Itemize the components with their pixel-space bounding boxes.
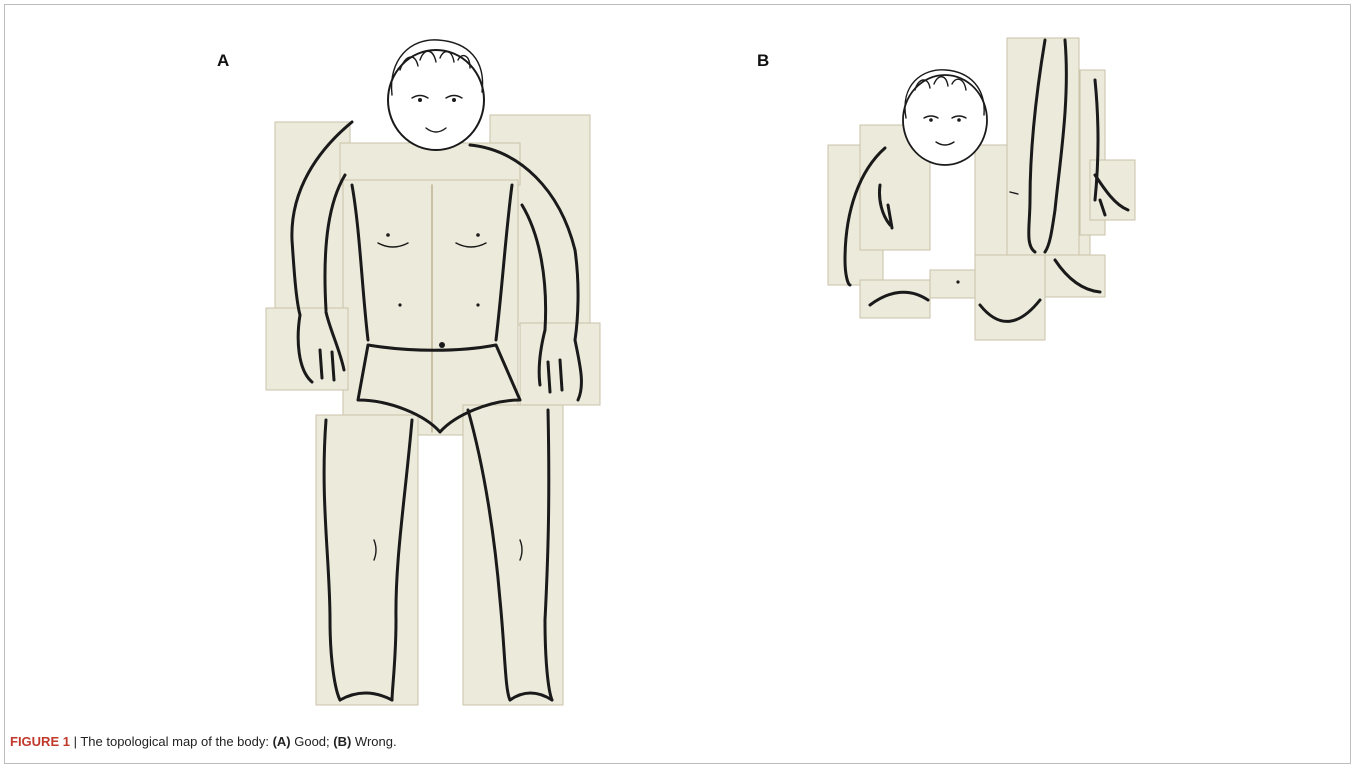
caption-b-text: Wrong. (351, 734, 396, 749)
panel-b-body-map (828, 38, 1135, 340)
left-arm-piece (275, 122, 350, 312)
figure-caption: FIGURE 1 | The topological map of the bo… (10, 734, 397, 749)
scrambled-leg-piece (1007, 38, 1079, 258)
panel-a-label: A (217, 51, 229, 71)
scrambled-briefs-piece-1 (860, 280, 930, 318)
panel-a-body-map (266, 40, 600, 705)
scrambled-pelvis-piece (930, 270, 975, 298)
panel-b-label: B (757, 51, 769, 71)
caption-a-ref: (A) (273, 734, 291, 749)
caption-main-text: The topological map of the body: (80, 734, 272, 749)
caption-b-ref: (B) (333, 734, 351, 749)
caption-a-text: Good; (291, 734, 334, 749)
scrambled-briefs-piece-2 (975, 255, 1045, 340)
torso-piece (343, 180, 518, 435)
figure-number: FIGURE 1 (10, 734, 70, 749)
caption-separator: | (70, 734, 80, 749)
head-drawing (388, 40, 484, 150)
